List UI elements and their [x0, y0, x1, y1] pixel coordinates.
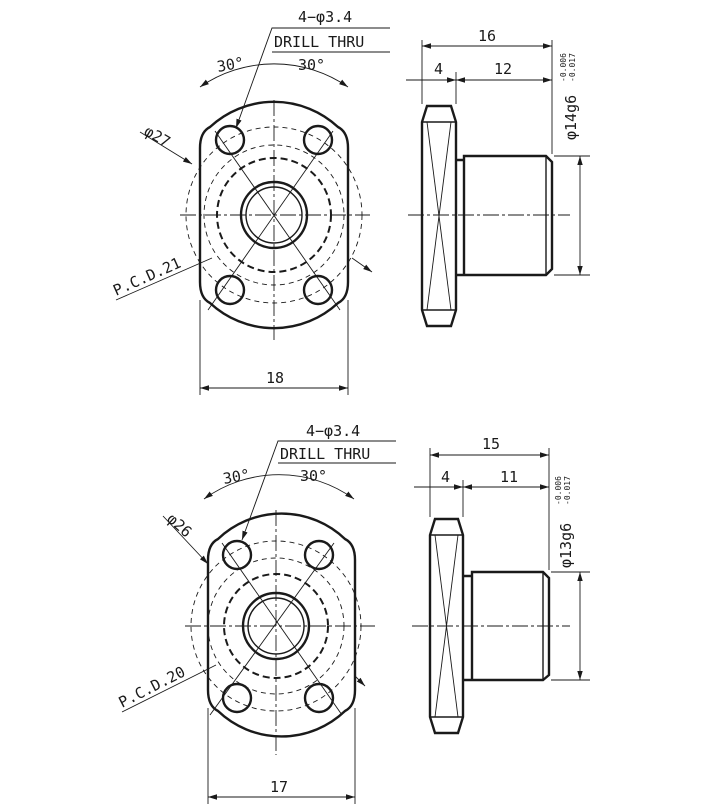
flange-outline [206, 512, 357, 738]
hole-note: 4−φ3.4 [306, 422, 360, 440]
angle-label-left: 30° [216, 54, 246, 76]
spigot-dia-label: φ13g6 [557, 523, 575, 568]
flange-side [420, 104, 458, 328]
angle-label-right: 30° [298, 56, 325, 74]
pcd-leader [115, 257, 213, 301]
diagonal-line [209, 542, 335, 716]
angle-label-left: 30° [222, 466, 252, 488]
top-drawing: 4−φ3.4 DRILL THRU 30° 30° φ27 P.C.D.21 1… [110, 8, 590, 395]
mounting-hole [221, 682, 253, 714]
width-dim-value: 17 [270, 778, 288, 796]
bottom-drawing: 4−φ3.4 DRILL THRU 30° 30° φ26 P.C.D.20 1… [116, 422, 590, 804]
total-length-value: 16 [478, 27, 496, 45]
mounting-hole [214, 274, 246, 306]
flange-thk-value: 4 [434, 60, 443, 78]
angle-arc [203, 474, 355, 500]
tol-upper: -0.006 [554, 476, 563, 505]
hole-note-leader [235, 27, 390, 129]
side-view-bottom: 15 4 11 φ13g6 -0.006 -0.017 [412, 435, 590, 735]
angle-arc [199, 63, 349, 88]
spigot-dia-label: φ14g6 [562, 95, 580, 140]
drill-note: DRILL THRU [280, 445, 370, 463]
pcd-label: P.C.D.20 [116, 663, 189, 712]
mounting-hole [221, 539, 253, 571]
mounting-hole [302, 124, 334, 156]
pcd-leader [121, 664, 217, 713]
drill-note: DRILL THRU [274, 33, 364, 51]
mounting-hole [303, 682, 335, 714]
flange-thk-value: 4 [441, 468, 450, 486]
tol-upper: -0.006 [559, 53, 568, 82]
pcd-leader [354, 675, 366, 687]
spigot-len-value: 11 [500, 468, 518, 486]
spigot-len-value: 12 [494, 60, 512, 78]
diagonal-line [214, 130, 341, 311]
flange-outline [198, 100, 350, 330]
flange-cross [426, 121, 452, 311]
diagonal-line [207, 130, 334, 311]
tol-lower: -0.017 [563, 476, 572, 505]
pcd-label: P.C.D.21 [110, 254, 183, 300]
flange-side [428, 517, 465, 735]
hole-note: 4−φ3.4 [298, 8, 352, 26]
width-dim-value: 18 [266, 369, 284, 387]
hole-note-leader [241, 440, 396, 541]
front-view-bottom: 4−φ3.4 DRILL THRU 30° 30° φ26 P.C.D.20 1… [116, 422, 396, 804]
mounting-hole [302, 274, 334, 306]
flange-dia-leader [139, 131, 193, 165]
flange-dia-leader [162, 515, 209, 565]
mounting-hole [303, 539, 335, 571]
tol-lower: -0.017 [568, 53, 577, 82]
side-view-top: 16 4 12 φ14g6 -0.006 -0.017 [406, 27, 590, 328]
pcd-leader [351, 257, 373, 273]
flange-dia-label: φ26 [163, 510, 195, 542]
angle-label-right: 30° [300, 467, 327, 485]
spigot-body [456, 154, 554, 277]
flange-dia-label: φ27 [141, 122, 173, 151]
total-length-value: 15 [482, 435, 500, 453]
diagonal-line [221, 542, 343, 716]
mounting-hole [214, 124, 246, 156]
front-view-top: 4−φ3.4 DRILL THRU 30° 30° φ27 P.C.D.21 1… [110, 8, 390, 395]
